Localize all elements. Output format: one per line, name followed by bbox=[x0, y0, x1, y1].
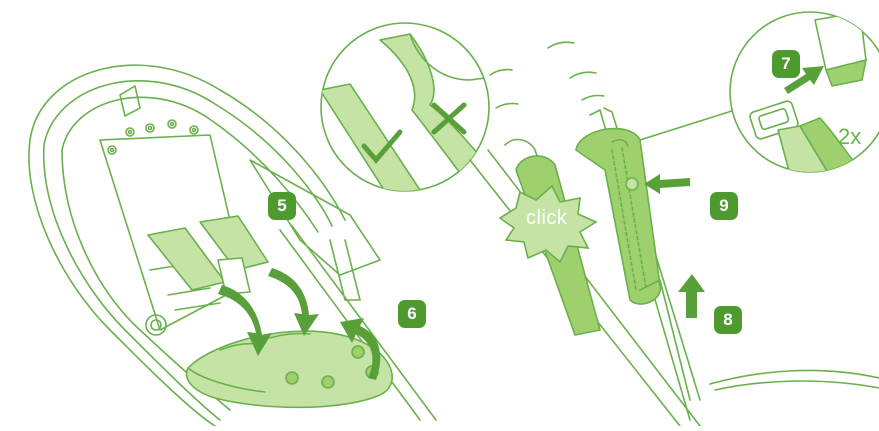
motion-marks bbox=[490, 42, 604, 108]
click-label: click bbox=[526, 207, 567, 230]
left-arrow-icon bbox=[644, 174, 690, 194]
step-badge-7: 7 bbox=[772, 50, 800, 78]
step-badge-5: 5 bbox=[268, 192, 296, 220]
repeat-count-label: 2x bbox=[838, 124, 861, 150]
step-badge-8: 8 bbox=[714, 306, 742, 334]
step-badge-9: 9 bbox=[710, 192, 738, 220]
strap-orientation-detail bbox=[320, 23, 500, 196]
step-badge-6: 6 bbox=[398, 300, 426, 328]
up-arrow-icon bbox=[678, 274, 705, 318]
seat-cushion bbox=[187, 331, 393, 407]
seat-straps bbox=[148, 216, 268, 294]
buckle-threading-detail bbox=[730, 12, 879, 182]
curved-down-arrow-icon bbox=[268, 268, 319, 336]
